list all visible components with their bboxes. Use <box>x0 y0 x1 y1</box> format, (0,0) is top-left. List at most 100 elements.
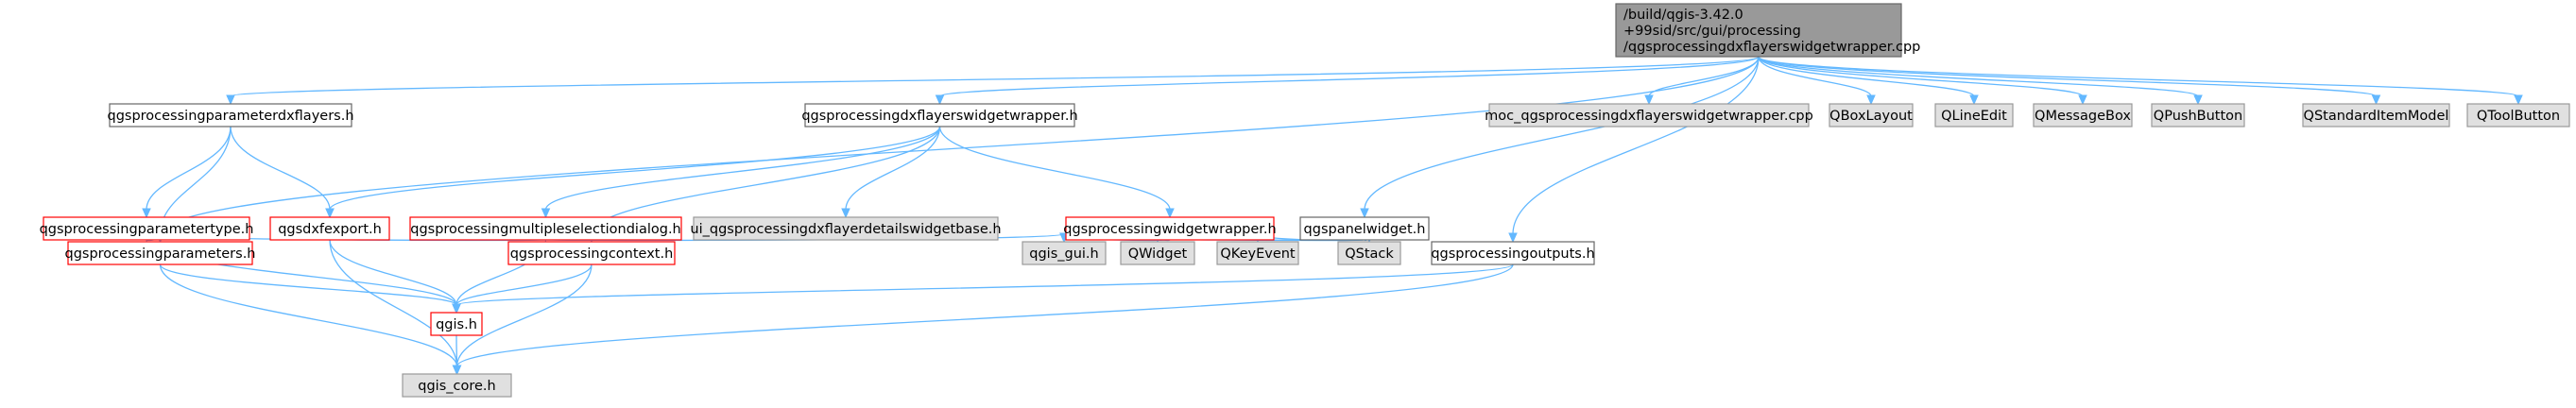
node-label: QPushButton <box>2154 109 2242 124</box>
edge-line <box>146 126 232 211</box>
edge-line <box>230 126 331 211</box>
edge-line <box>845 126 941 211</box>
node-label: qgis.h <box>436 317 477 332</box>
node-box <box>269 216 390 241</box>
node-box <box>1431 241 1595 265</box>
edge-outputs-to-qgis <box>452 264 1514 314</box>
node-box <box>1337 241 1401 265</box>
edge-dxfwrap-to-uidetails <box>841 126 941 219</box>
node-outputs[interactable]: qgsprocessingoutputs.h <box>1431 241 1595 265</box>
edge-dxfwrap-to-dxfexport <box>325 126 941 219</box>
edge-line <box>329 239 457 306</box>
node-box <box>1216 241 1299 265</box>
edge-line <box>1364 56 1760 211</box>
edge-root-to-dxfwrap <box>935 56 1760 106</box>
edge-params-to-qgis <box>159 264 461 314</box>
edge-line <box>329 239 458 367</box>
nodes-layer: /build/qgis-3.42.0+99sid/src/gui/process… <box>40 3 2570 398</box>
node-label: QKeyEvent <box>1220 246 1296 262</box>
edge-arrowhead <box>1165 208 1175 219</box>
edge-arrowhead <box>2193 94 2203 106</box>
edge-arrowhead <box>226 94 235 106</box>
edge-line <box>1758 56 1872 97</box>
node-paramtype[interactable]: qgsprocessingparametertype.h <box>40 216 254 241</box>
edge-arrowhead <box>1969 94 1979 106</box>
edge-paramdxf-to-dxfexport <box>230 126 335 219</box>
node-box <box>43 216 250 241</box>
edge-arrowhead <box>2078 94 2087 106</box>
edge-line <box>329 126 941 211</box>
node-label: ui_qgsprocessingdxflayerdetailswidgetbas… <box>690 222 1001 237</box>
node-qstditem: QStandardItemModel <box>2302 103 2450 128</box>
node-box <box>507 241 676 265</box>
node-qtoolbutton: QToolButton <box>2466 103 2570 128</box>
node-box <box>402 373 512 398</box>
node-qgiscore: qgis_core.h <box>402 373 512 398</box>
edge-root-to-outputs <box>1508 56 1760 244</box>
node-label: qgsprocessingwidgetwrapper.h <box>1063 222 1276 237</box>
node-box <box>1065 216 1275 241</box>
edge-line <box>938 126 1171 211</box>
node-box <box>2033 103 2133 128</box>
node-label: QStandardItemModel <box>2304 109 2449 124</box>
edge-line <box>938 56 1760 97</box>
edge-line <box>230 56 1760 97</box>
edge-line <box>1758 56 2199 97</box>
node-panel[interactable]: qgspanelwidget.h <box>1299 216 1430 241</box>
edge-line <box>1758 56 2378 97</box>
edge-line <box>1648 56 1760 97</box>
node-label: qgsprocessingparameterdxflayers.h <box>107 109 353 124</box>
node-qgis[interactable]: qgis.h <box>430 312 483 336</box>
edge-line <box>544 126 941 211</box>
edge-dxfwrap-to-widgetwrap <box>938 126 1175 219</box>
node-params[interactable]: qgsprocessingparameters.h <box>64 241 256 265</box>
node-root[interactable]: /build/qgis-3.42.0+99sid/src/gui/process… <box>1615 3 1920 58</box>
edge-arrowhead <box>935 94 945 106</box>
edge-line <box>1758 56 2084 97</box>
node-box <box>2151 103 2245 128</box>
edge-root-to-qlineedit <box>1758 56 1979 106</box>
node-label: qgis_gui.h <box>1029 246 1098 262</box>
edge-dxfexport-to-qgis <box>329 239 461 314</box>
node-paramdxf[interactable]: qgsprocessingparameterdxflayers.h <box>107 103 354 128</box>
node-box <box>1022 241 1107 265</box>
node-label: qgsprocessingcontext.h <box>510 246 674 262</box>
node-qkeyevent: QKeyEvent <box>1216 241 1299 265</box>
node-label: qgsprocessingoutputs.h <box>1431 246 1594 262</box>
node-label: qgsprocessingparameters.h <box>64 246 255 262</box>
node-box <box>2302 103 2450 128</box>
edge-arrowhead <box>452 365 462 376</box>
edge-arrowhead <box>2371 94 2381 106</box>
edge-arrowhead <box>1644 94 1654 106</box>
node-multisel[interactable]: qgsprocessingmultipleselectiondialog.h <box>409 216 682 241</box>
node-label: QStack <box>1345 246 1394 262</box>
node-dxfexport[interactable]: qgsdxfexport.h <box>269 216 390 241</box>
node-box <box>430 312 483 336</box>
edge-qgis-to-qgiscore <box>452 334 462 376</box>
edge-dxfwrap-to-multisel <box>541 126 941 219</box>
edge-arrowhead <box>452 303 461 314</box>
edge-arrowhead <box>541 208 551 219</box>
edge-arrowhead <box>1360 208 1369 219</box>
edge-line <box>1512 56 1760 235</box>
edge-line <box>455 264 1514 367</box>
node-qmessagebox: QMessageBox <box>2033 103 2133 128</box>
node-dxfwrap[interactable]: qgsprocessingdxflayerswidgetwrapper.h <box>801 103 1078 128</box>
node-label: QToolButton <box>2477 109 2560 124</box>
edge-arrowhead <box>325 208 335 219</box>
edge-line <box>455 264 592 367</box>
node-context[interactable]: qgsprocessingcontext.h <box>507 241 676 265</box>
node-label: qgsdxfexport.h <box>278 222 382 237</box>
node-qgisgui: qgis_gui.h <box>1022 241 1107 265</box>
edge-line <box>1758 56 1975 97</box>
edge-root-to-params <box>155 56 1760 244</box>
edge-root-to-qmessagebox <box>1758 56 2087 106</box>
edge-paramdxf-to-paramtype <box>142 126 232 219</box>
node-label: QWidget <box>1128 246 1188 262</box>
node-qwidget: QWidget <box>1120 241 1195 265</box>
node-widgetwrap[interactable]: qgsprocessingwidgetwrapper.h <box>1063 216 1277 241</box>
node-box <box>1120 241 1195 265</box>
edge-line <box>159 264 458 367</box>
node-label: qgspanelwidget.h <box>1304 222 1426 237</box>
node-box <box>1934 103 2014 128</box>
